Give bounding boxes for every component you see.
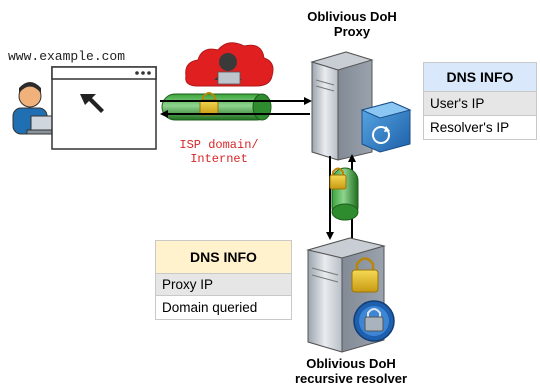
dns-info-row: Resolver's IP [423,116,537,140]
dns-info-row: User's IP [423,92,537,116]
dns-info-header: DNS INFO [423,62,537,92]
secure-lock-badge-icon [353,300,395,342]
dns-info-proxy-table: DNS INFO User's IP Resolver's IP [423,62,537,140]
isp-label: ISP domain/ Internet [160,138,278,166]
resolver-title: Oblivious DoH recursive resolver [276,356,426,386]
url-label: www.example.com [8,49,126,64]
dns-info-header: DNS INFO [155,240,292,274]
dns-info-row: Proxy IP [155,274,292,296]
lock-icon [329,167,347,190]
proxy-title-line-1: Oblivious DoH [307,9,397,24]
user-icon [12,82,58,135]
dns-info-row: Domain queried [155,296,292,320]
resolver-title-line-1: Oblivious DoH [306,356,396,371]
proxy-server-icon [310,51,374,161]
isp-hacker-cloud-icon [185,42,274,87]
lock-icon [351,257,379,293]
browser-window-icon [51,66,157,150]
proxy-title: Oblivious DoH Proxy [292,9,412,39]
isp-label-line-2: Internet [190,152,248,166]
sync-icon [360,101,412,153]
dns-info-resolver-table: DNS INFO Proxy IP Domain queried [155,240,292,320]
resolver-title-line-2: recursive resolver [294,371,408,386]
isp-label-line-1: ISP domain/ [179,138,259,152]
resolver-server-icon [306,237,386,353]
proxy-title-line-2: Proxy [333,24,371,39]
